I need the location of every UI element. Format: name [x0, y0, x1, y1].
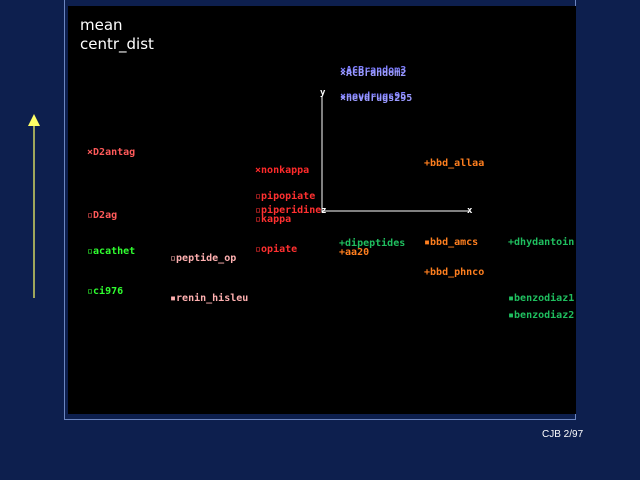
point-marker: + [339, 247, 345, 258]
point-marker: + [339, 238, 345, 249]
point-label: benzodiaz1 [514, 292, 574, 304]
point-marker: ▫ [87, 286, 93, 297]
point-d2ag: ▫D2ag [87, 210, 117, 221]
points-layer: ×ACBrandom3×ACBrandom2×nevdrugs95×nevdru… [87, 65, 574, 321]
z-axis-letter: z [321, 206, 326, 216]
point-label: aa20 [345, 247, 369, 258]
point-bbd-phnco: +bbd_phnco [424, 267, 484, 278]
point-kappa: ▫kappa [255, 214, 291, 225]
point-marker: + [508, 237, 514, 248]
point-marker: ▫ [255, 205, 261, 216]
point-dipeptides: +dipeptides [339, 237, 405, 249]
point-label: ci976 [93, 285, 123, 297]
point-label: benzodiaz2 [514, 309, 574, 321]
credit-text: CJB 2/97 [542, 429, 584, 440]
point-label: dipeptides [345, 237, 405, 249]
point-label: D2antag [93, 147, 135, 158]
point-marker: × [340, 65, 346, 76]
point-marker: × [340, 93, 346, 104]
point-acathet: ▫acathet [87, 246, 135, 257]
point-pipopiate: ▫pipopiate [255, 190, 315, 202]
chart-title-line-2: centr_dist [80, 35, 154, 53]
point-marker: × [340, 91, 346, 102]
point-marker: ▫ [87, 246, 93, 257]
point-nevdrugs295: ×nevdrugs295 [340, 93, 412, 104]
chart-title-line-1: mean [80, 16, 123, 34]
point-label: pipopiate [261, 190, 315, 202]
x-axis-letter: x [467, 206, 473, 216]
point-acbrandom3: ×ACBrandom3 [340, 65, 406, 76]
point-marker: ▪ [170, 293, 176, 304]
point-label: renin_hisleu [176, 292, 248, 304]
point-label: dhydantoin [514, 236, 574, 248]
point-marker: ▫ [87, 210, 93, 221]
point-marker: ▪ [508, 310, 514, 321]
point-marker: ▫ [255, 214, 261, 225]
point-label: kappa [261, 214, 291, 225]
point-aa20: +aa20 [339, 247, 369, 258]
point-label: peptide_op [176, 252, 236, 264]
point-marker: × [340, 68, 346, 79]
up-arrow-icon [28, 114, 40, 298]
point-acbrandom2: ×ACBrandom2 [340, 68, 406, 79]
point-label: nevdrugs295 [346, 93, 412, 104]
point-marker: + [424, 267, 430, 278]
point-label: acathet [93, 246, 135, 257]
point-label: nonkappa [261, 165, 309, 176]
point-nonkappa: ×nonkappa [255, 165, 309, 176]
axes-triad: y x z [320, 88, 473, 216]
point-marker: ▫ [170, 253, 176, 264]
point-label: nevdrugs95 [346, 91, 406, 102]
point-label: ACBrandom3 [346, 65, 406, 76]
point-marker: ▫ [255, 191, 261, 202]
point-renin-hisleu: ▪renin_hisleu [170, 292, 248, 304]
point-piperidine: ▫piperidine [255, 204, 321, 216]
point-label: opiate [261, 243, 297, 255]
point-marker: × [87, 147, 93, 158]
point-opiate: ▫opiate [255, 243, 297, 255]
point-marker: ▪ [424, 237, 430, 248]
point-bbd-amcs: ▪bbd_amcs [424, 237, 478, 248]
point-label: piperidine [261, 204, 321, 216]
point-ci976: ▫ci976 [87, 285, 123, 297]
point-bbd-allaa: +bbd_allaa [424, 158, 484, 169]
y-axis-letter: y [320, 88, 326, 98]
point-marker: ▫ [255, 244, 261, 255]
point-benzodiaz1: ▪benzodiaz1 [508, 292, 574, 304]
point-label: ACBrandom2 [346, 68, 406, 79]
point-label: bbd_amcs [430, 237, 478, 248]
point-d2antag: ×D2antag [87, 147, 135, 158]
point-marker: × [255, 165, 261, 176]
point-benzodiaz2: ▪benzodiaz2 [508, 309, 574, 321]
point-nevdrugs95: ×nevdrugs95 [340, 91, 406, 102]
point-marker: + [424, 158, 430, 169]
point-dhydantoin: +dhydantoin [508, 236, 574, 248]
point-label: bbd_allaa [430, 158, 484, 169]
point-peptide-op: ▫peptide_op [170, 252, 236, 264]
point-marker: ▪ [508, 293, 514, 304]
point-label: D2ag [93, 210, 117, 221]
point-label: bbd_phnco [430, 267, 484, 278]
